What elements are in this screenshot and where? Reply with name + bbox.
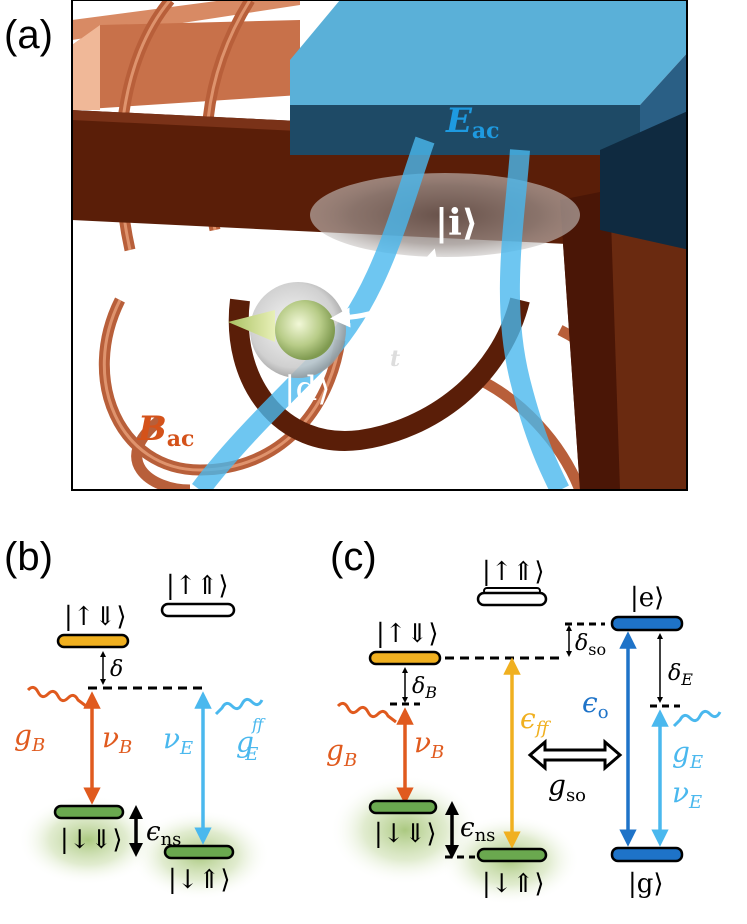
panel-a: (a)	[4, 0, 688, 491]
level-dn-dn	[53, 804, 125, 820]
panel-a-frame	[71, 0, 688, 491]
label-up-up: |↑⇑⟩	[166, 571, 228, 601]
eps-ns-label: ϵns	[146, 817, 181, 850]
delta-label: δ	[110, 657, 123, 682]
level-up-up-c	[476, 591, 548, 607]
level-dn-dn-c	[368, 799, 438, 815]
delta-so-label: δso	[575, 631, 606, 659]
tunnel-arrow-icon	[330, 248, 439, 328]
g-e-label-c: gE	[672, 736, 703, 773]
device-render: Eac |i⟩ Vt |d⟩ Bac	[72, 0, 687, 490]
level-up-up	[160, 602, 236, 618]
level-dn-up-c	[476, 847, 548, 863]
label-dn-dn: |↓⇓⟩	[60, 825, 122, 855]
eps-o-label: ϵo	[582, 686, 609, 723]
g-so-double-arrow-icon	[527, 738, 623, 772]
eps-ff-label: ϵff	[520, 702, 552, 739]
level-e	[610, 615, 684, 632]
level-dn-up	[163, 844, 235, 860]
g-so-label: gso	[548, 769, 586, 806]
nu-b-label: νB	[102, 721, 132, 758]
nu-b-label-c: νB	[414, 726, 444, 763]
panel-c: (c) |↑⇑⟩ |↑⇓⟩ |e⟩ δso δB δE νB gB	[326, 535, 722, 905]
delta-b-label: δB	[412, 674, 437, 702]
tunnel-label: Vt	[362, 325, 400, 372]
panel-c-label: (c)	[330, 535, 377, 579]
state-i-label: |i⟩	[435, 202, 478, 244]
g-e-wave-c-icon	[672, 709, 722, 728]
g-b-label: gB	[14, 719, 45, 756]
label-dn-dn-c: |↓⇓⟩	[374, 819, 436, 849]
delta-e-label: δE	[668, 661, 693, 689]
nu-e-label: νE	[163, 722, 193, 759]
g-e-wave-icon	[214, 697, 264, 716]
panel-b-label: (b)	[4, 535, 53, 579]
label-e: |e⟩	[630, 583, 664, 613]
coil-loop-dark	[228, 297, 530, 451]
level-g	[610, 846, 684, 863]
gate-block	[290, 0, 687, 105]
g-b-wave-icon	[26, 685, 87, 708]
eps-ns-label-c: ϵns	[460, 813, 495, 846]
label-dn-up-c: |↓⇑⟩	[482, 869, 544, 899]
spin-cone-icon	[228, 310, 275, 342]
nu-e-label-c: νE	[672, 776, 702, 813]
label-up-dn: |↑⇓⟩	[64, 602, 126, 632]
label-dn-up: |↓⇑⟩	[168, 865, 230, 895]
g-b-wave-c-icon	[336, 701, 397, 724]
panel-a-label: (a)	[4, 13, 53, 57]
label-up-dn-c: |↑⇓⟩	[376, 619, 438, 649]
level-up-dn	[56, 633, 130, 649]
state-d-label: |d⟩	[284, 369, 330, 409]
label-g: |g⟩	[628, 869, 664, 899]
copper-block-left	[72, 20, 300, 110]
e-field-label: Eac	[445, 101, 500, 144]
level-up-dn-c	[368, 650, 442, 666]
label-up-up-c: |↑⇑⟩	[482, 557, 544, 587]
g-b-label-c: gB	[326, 734, 357, 771]
glow-dndn	[18, 795, 158, 885]
electron-d	[228, 282, 346, 378]
b-field-label: Bac	[137, 409, 194, 452]
